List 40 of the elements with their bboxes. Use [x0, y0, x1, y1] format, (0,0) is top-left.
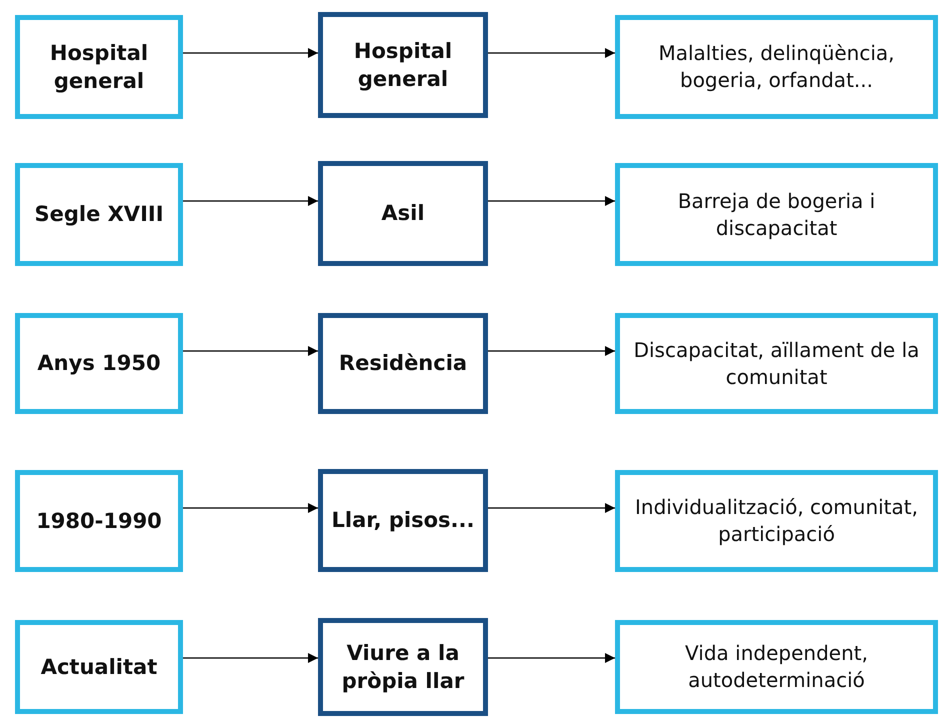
box-label: Anys 1950: [37, 350, 161, 378]
arrow: [183, 346, 318, 356]
arrow: [488, 653, 615, 663]
arrow: [183, 653, 318, 663]
arrow: [183, 196, 318, 206]
arrow: [488, 48, 615, 58]
box-label: Actualitat: [40, 654, 158, 681]
description-box: [615, 163, 938, 266]
box-label: Hospital general: [352, 38, 454, 93]
arrow: [488, 196, 615, 206]
box-label: Segle XVIII: [34, 201, 164, 228]
box-label: Barreja de bogeria i discapacitat: [676, 188, 876, 242]
period-box: [15, 470, 183, 572]
box-label: Malalties, delinqüència, bogeria, orfandat...: [657, 40, 896, 94]
arrow: [183, 48, 318, 58]
period-box: [15, 620, 183, 714]
institution-box: [318, 12, 488, 118]
description-box: [615, 313, 938, 414]
box-label: Residència: [338, 350, 468, 378]
institution-box: [318, 469, 488, 572]
institution-box: [318, 313, 488, 414]
period-box: [15, 163, 183, 266]
box-label: Vida independent, autodeterminació: [684, 640, 869, 694]
description-box: [615, 470, 938, 572]
box-label: 1980-1990: [36, 508, 162, 535]
period-box: [15, 15, 183, 119]
arrow: [183, 503, 318, 513]
period-box: [15, 313, 183, 414]
box-label: Llar, pisos...: [332, 507, 474, 534]
box-label: Hospital general: [48, 40, 150, 95]
box-label: Discapacitat, aïllament de la comunitat: [632, 336, 920, 390]
description-box: [615, 620, 938, 714]
institution-box: [318, 618, 488, 716]
box-label: Asil: [381, 200, 425, 228]
box-label: Viure a la pròpia llar: [340, 640, 466, 695]
institution-box: [318, 161, 488, 266]
arrow: [488, 503, 615, 513]
arrow: [488, 346, 615, 356]
description-box: [615, 15, 938, 119]
box-label: Individualització, comunitat, participació: [634, 494, 919, 548]
